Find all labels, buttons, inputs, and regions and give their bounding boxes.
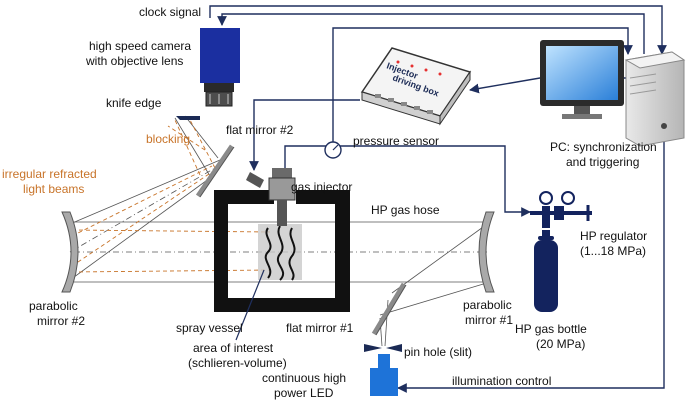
injector-drive-line — [249, 99, 360, 171]
clock-signal-line-2 — [217, 13, 645, 54]
parabolic-mirror-1-label-1: parabolic — [463, 298, 512, 312]
hp-bottle-label-1: HP gas bottle — [515, 322, 587, 336]
high-speed-camera — [200, 28, 240, 107]
labels: clock signal high speed camera with obje… — [2, 5, 657, 400]
pc-label-1: PC: synchronization — [550, 140, 657, 154]
illumination-control-label: illumination control — [452, 374, 551, 388]
parabolic-mirror-2 — [61, 211, 79, 293]
clock-signal-line — [209, 5, 667, 55]
spray-vessel — [214, 190, 350, 312]
hp-gas-bottle — [534, 230, 558, 312]
pin-hole-label: pin hole (slit) — [404, 345, 472, 359]
hp-regulator-label-1: HP regulator — [580, 229, 647, 243]
blocking-label: blocking — [146, 132, 190, 146]
parabolic-mirror-1-label-2: mirror #1 — [465, 313, 513, 327]
area-of-interest-label-2: (schlieren-volume) — [188, 356, 287, 370]
hp-bottle-label-2: (20 MPa) — [536, 337, 585, 351]
irregular-beams-label-2: light beams — [23, 182, 84, 196]
illumination-control-line — [397, 142, 665, 393]
clock-signal-label: clock signal — [139, 5, 201, 19]
pin-hole-slit — [364, 344, 402, 352]
parabolic-mirror-1 — [478, 211, 495, 293]
flat-mirror-2-label: flat mirror #2 — [226, 123, 294, 137]
camera-label-2: with objective lens — [85, 54, 183, 68]
gas-injector-label: gas injector — [291, 180, 352, 194]
parabolic-mirror-2-label-2: mirror #2 — [37, 314, 85, 328]
flat-mirror-2 — [195, 144, 235, 198]
pressure-sensor-line — [332, 27, 633, 150]
injector-driving-box: Injector driving box — [360, 47, 472, 126]
irregular-beams-label-1: irregular refracted — [2, 167, 97, 181]
hp-gas-hose-label: HP gas hose — [371, 203, 440, 217]
area-of-interest-pointer — [235, 269, 265, 341]
led-label-1: continuous high — [262, 371, 346, 385]
pc-label-2: and triggering — [566, 155, 639, 169]
flat-mirror-1 — [371, 282, 407, 336]
gas-injector — [246, 168, 296, 226]
spray-vessel-label: spray vessel — [176, 321, 243, 335]
pressure-sensor-label: pressure sensor — [353, 134, 439, 148]
area-of-interest-label-1: area of interest — [193, 341, 274, 355]
pc-computer — [540, 40, 686, 147]
knife-edge — [176, 116, 200, 120]
irregular-beams — [71, 119, 271, 273]
hp-gas-hose-line — [284, 145, 531, 217]
pressure-sensor-gauge — [324, 141, 342, 159]
flat-mirror-1-label: flat mirror #1 — [286, 321, 354, 335]
power-led — [370, 354, 398, 396]
hp-regulator-label-2: (1...18 MPa) — [580, 244, 646, 258]
hp-regulator — [530, 191, 592, 228]
camera-label-1: high speed camera — [89, 39, 191, 53]
light-beams — [69, 115, 491, 347]
led-label-2: power LED — [274, 386, 334, 400]
knife-edge-label: knife edge — [106, 96, 162, 110]
parabolic-mirror-2-label-1: parabolic — [29, 299, 78, 313]
